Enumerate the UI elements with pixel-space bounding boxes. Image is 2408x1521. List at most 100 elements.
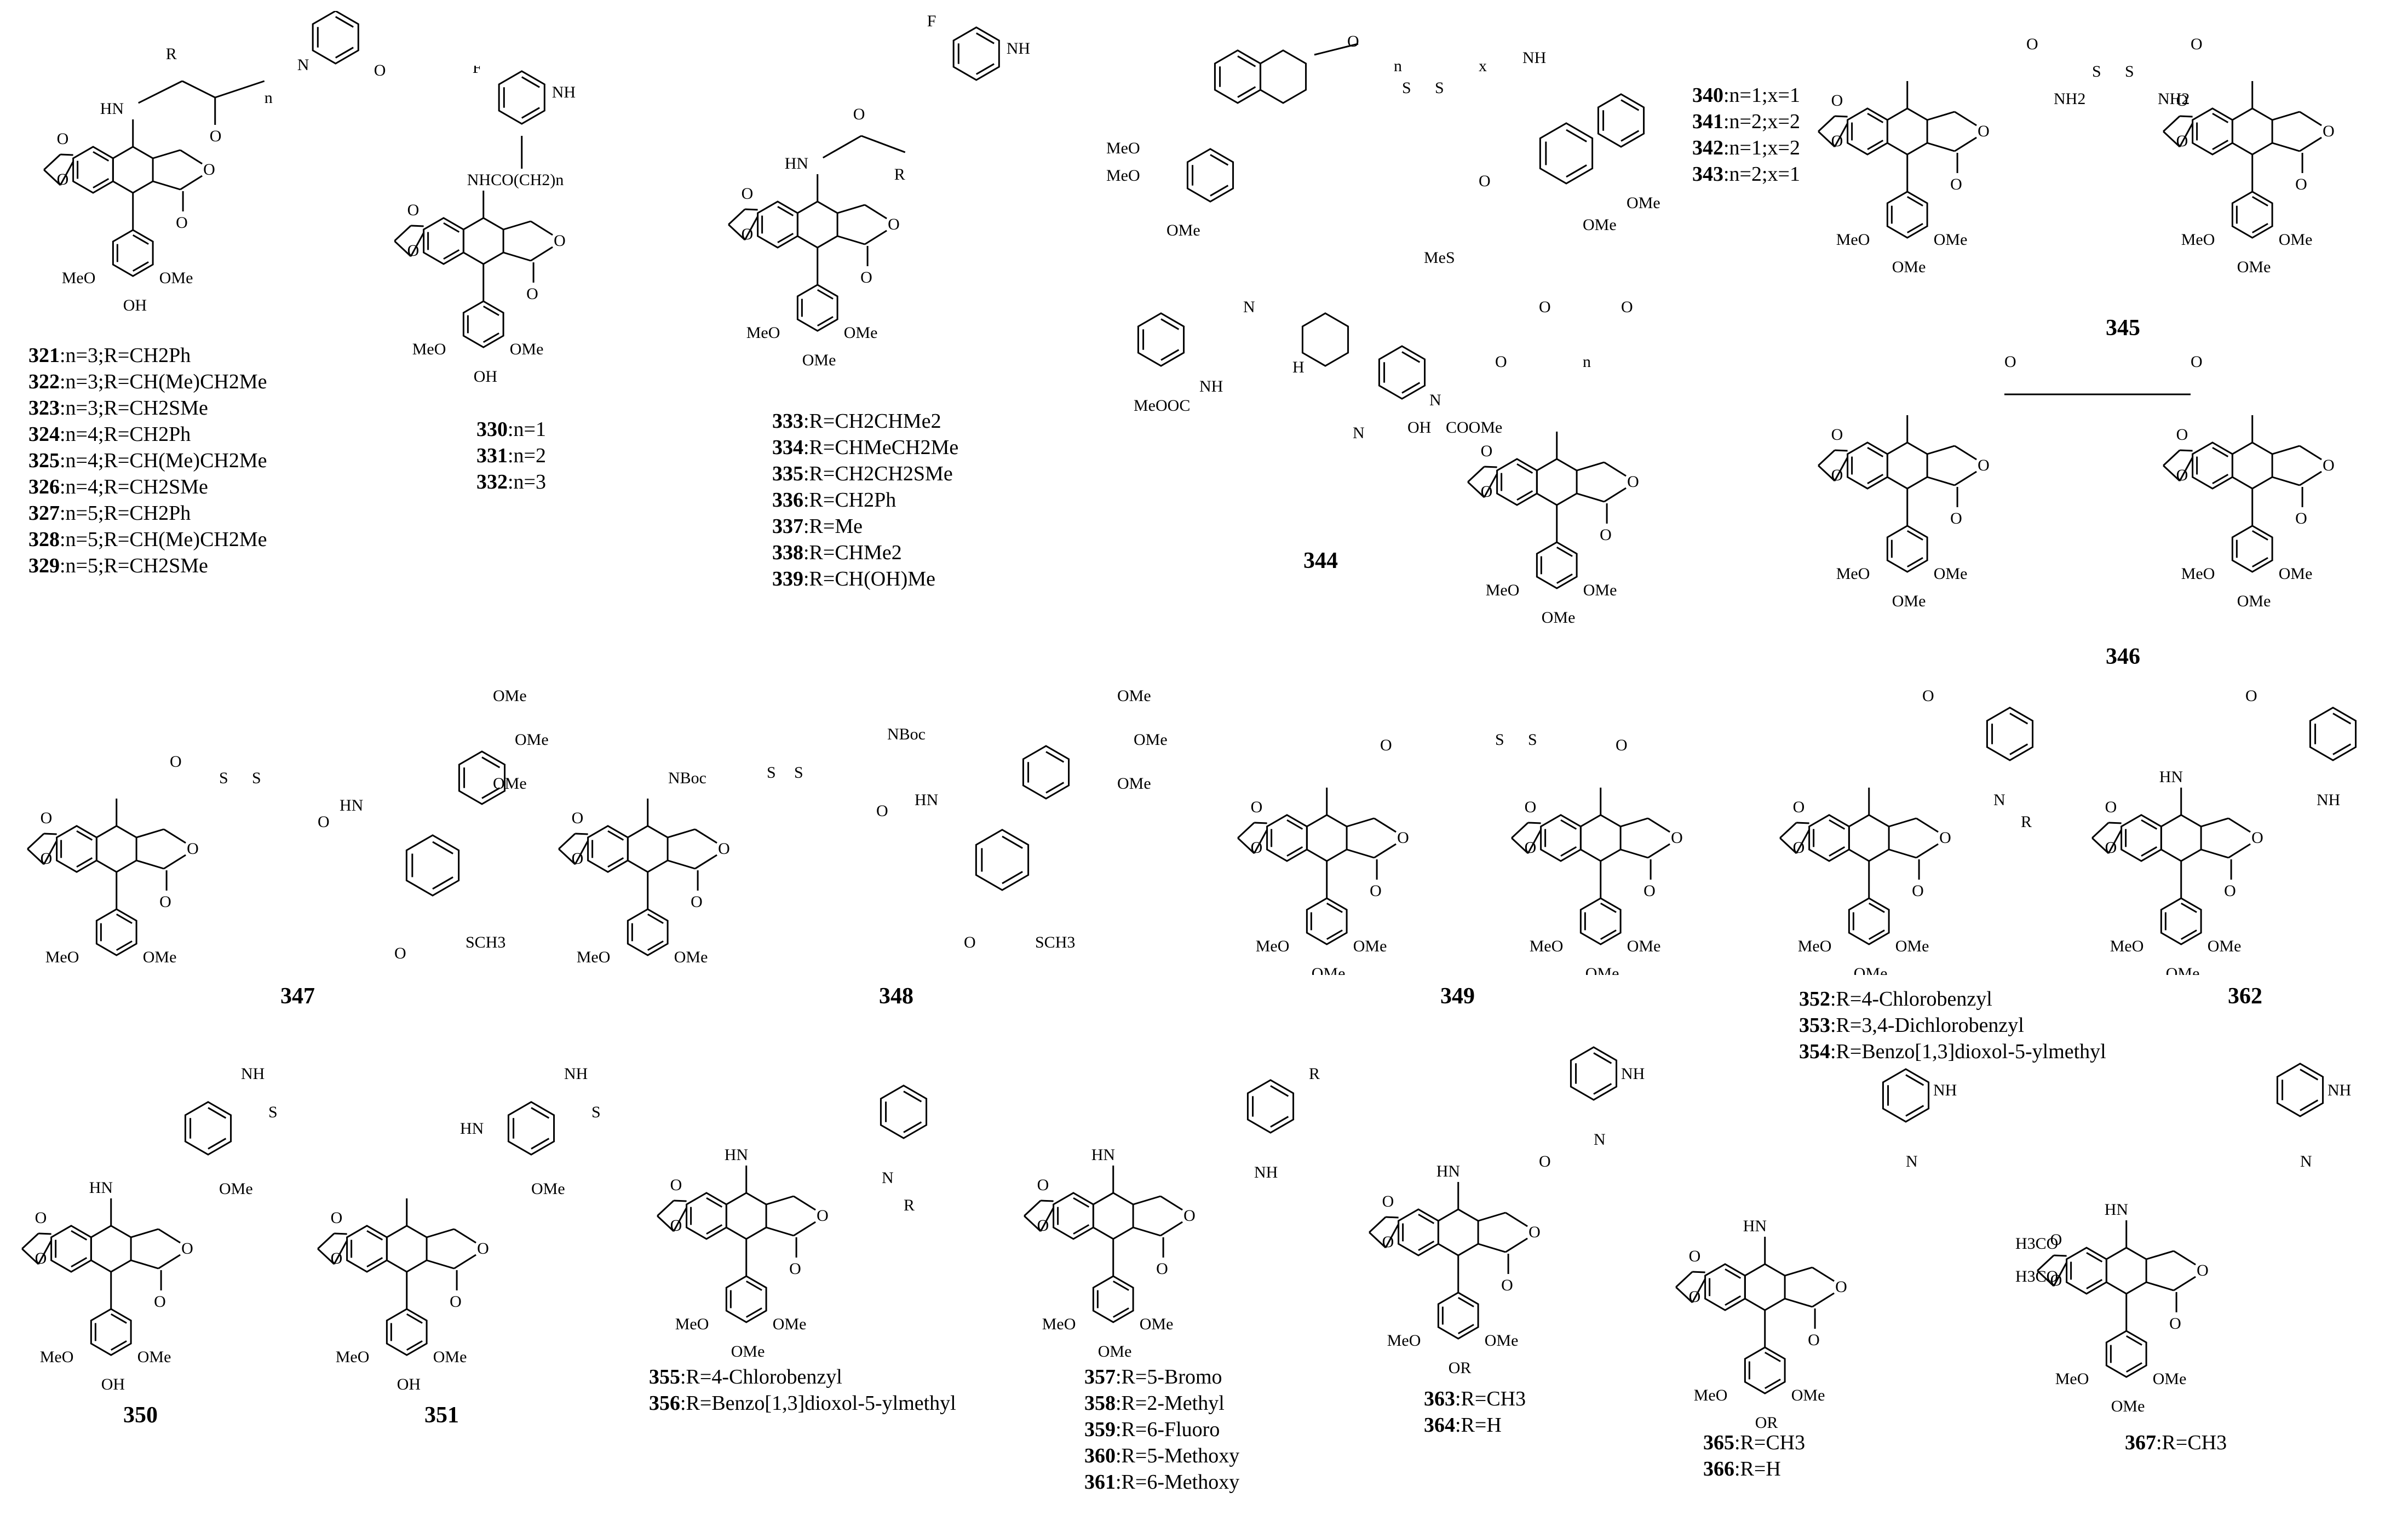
double-bond	[1764, 1351, 1781, 1362]
double-bond	[335, 47, 354, 59]
oxygen-label: O	[1912, 882, 1924, 900]
double-bond	[2300, 1099, 2319, 1111]
compound-label-323: 323:n=3;R=CH2SMe	[28, 395, 267, 421]
bond	[1505, 1212, 1528, 1227]
structure-348: OOOOMeOOMeOMeNBocSSNBocOHNOSCH3OMeOMeOMe	[558, 687, 1168, 966]
oxygen-label: O	[2176, 426, 2188, 444]
double-bond	[1237, 55, 1256, 67]
methoxy-label: OMe	[1895, 937, 1929, 955]
amine-label: HN	[89, 1179, 113, 1197]
compound-id: 327	[28, 502, 60, 525]
oxygen-label: O	[2004, 353, 2016, 371]
oxygen-label: O	[2251, 829, 2263, 847]
methoxy-label: OMe	[433, 1348, 467, 1366]
double-bond	[1237, 86, 1256, 98]
ester-label: COOMe	[1446, 418, 1502, 437]
compound-substituent: :R=CH(OH)Me	[803, 567, 935, 590]
double-bond	[366, 1257, 383, 1268]
oxygen-label: O	[2323, 122, 2335, 140]
nboc-label: NBoc	[887, 725, 926, 743]
amine-label: HN	[2159, 768, 2183, 786]
double-bond	[521, 107, 540, 119]
oxygen-label: O	[331, 1249, 343, 1267]
compound-label-325: 325:n=4;R=CH(Me)CH2Me	[28, 447, 267, 474]
methoxy-label: OMe	[493, 774, 527, 793]
ring-bond	[796, 200, 838, 249]
double-bond	[1867, 140, 1884, 151]
bond	[745, 208, 758, 211]
compound-label-321: 321:n=3;R=CH2Ph	[28, 342, 267, 369]
bond	[1604, 487, 1627, 503]
methoxy-label: MeO	[577, 948, 611, 966]
double-bond	[406, 1340, 423, 1351]
bond	[163, 854, 186, 870]
methoxy-label: H3CO	[2015, 1235, 2058, 1253]
bond	[60, 153, 73, 156]
methoxy-label: OMe	[2111, 1397, 2145, 1415]
double-bond	[1326, 929, 1343, 940]
compound-label-360: 360:R=5-Methoxy	[1084, 1443, 1239, 1469]
double-bond	[2251, 530, 2268, 541]
bond	[1779, 837, 1797, 854]
compound-substituent: :n=1	[508, 418, 546, 441]
methoxy-label: OMe	[1854, 965, 1888, 975]
compound-label-328: 328:n=5;R=CH(Me)CH2Me	[28, 526, 267, 553]
double-bond	[208, 1138, 227, 1150]
oxygen-label: O	[670, 1216, 682, 1235]
methoxy-label: OMe	[1485, 1331, 1519, 1350]
hydroxyl-label: OH	[397, 1375, 421, 1393]
double-bond	[1401, 382, 1421, 394]
bond	[426, 1259, 455, 1270]
amine-label: HN	[340, 796, 363, 814]
compound-id: 352	[1799, 988, 1830, 1011]
ring-bond	[2231, 525, 2273, 573]
oxygen-label: O	[1539, 1152, 1551, 1170]
bond	[21, 1232, 39, 1250]
methoxy-label: MeO	[675, 1315, 709, 1333]
ring-bond	[90, 1308, 132, 1356]
compound-label-327: 327:n=5;R=CH2Ph	[28, 500, 267, 526]
compound-label-356: 356:R=Benzo[1,3]dioxol-5-ylmethyl	[649, 1390, 956, 1416]
compound-label-353: 353:R=3,4-Dichlorobenzyl	[1799, 1012, 2106, 1038]
ring-bond	[796, 284, 838, 332]
compound-label-332: 332:n=3	[476, 469, 546, 495]
double-bond	[1593, 1083, 1612, 1095]
double-bond	[1566, 164, 1587, 178]
ring-bond	[386, 1308, 428, 1356]
double-bond	[2251, 223, 2268, 234]
compound-substituent: :n=2;x=1	[1723, 163, 1800, 186]
bond	[1784, 1298, 1813, 1308]
compound-id: 339	[772, 567, 803, 590]
oxygen-label: O	[1501, 1276, 1513, 1294]
oxygen-label: O	[1479, 172, 1491, 190]
methoxy-label: MeO	[62, 269, 96, 287]
methoxy-label: OMe	[159, 269, 193, 287]
ring-bond	[2105, 1247, 2147, 1295]
ring-bond	[498, 70, 545, 125]
oxygen-label: O	[41, 809, 53, 827]
double-bond	[1868, 929, 1885, 940]
double-bond	[521, 76, 540, 88]
ring-bond	[1986, 707, 2034, 761]
bond	[136, 859, 164, 870]
bond	[1927, 445, 1955, 455]
compound-id-362: 362	[2228, 984, 2262, 1009]
sulfur-label: S	[1402, 79, 1411, 97]
ring-bond	[1882, 1068, 1930, 1123]
methoxy-label: OMe	[1117, 687, 1151, 705]
ring-bond	[1246, 1079, 1295, 1134]
bond	[1620, 817, 1648, 828]
amine-label: HN	[1743, 1217, 1767, 1235]
bond	[334, 1232, 347, 1235]
ring-bond	[2192, 441, 2233, 490]
bond	[558, 833, 576, 850]
oxygen-label: O	[154, 1293, 166, 1311]
double-bond	[1516, 463, 1533, 474]
double-bond	[745, 1307, 762, 1318]
compound-label-367: 367:R=CH3	[2125, 1430, 2227, 1456]
ring-bond	[2192, 107, 2233, 156]
nitrogen-label: N	[1594, 1130, 1606, 1149]
